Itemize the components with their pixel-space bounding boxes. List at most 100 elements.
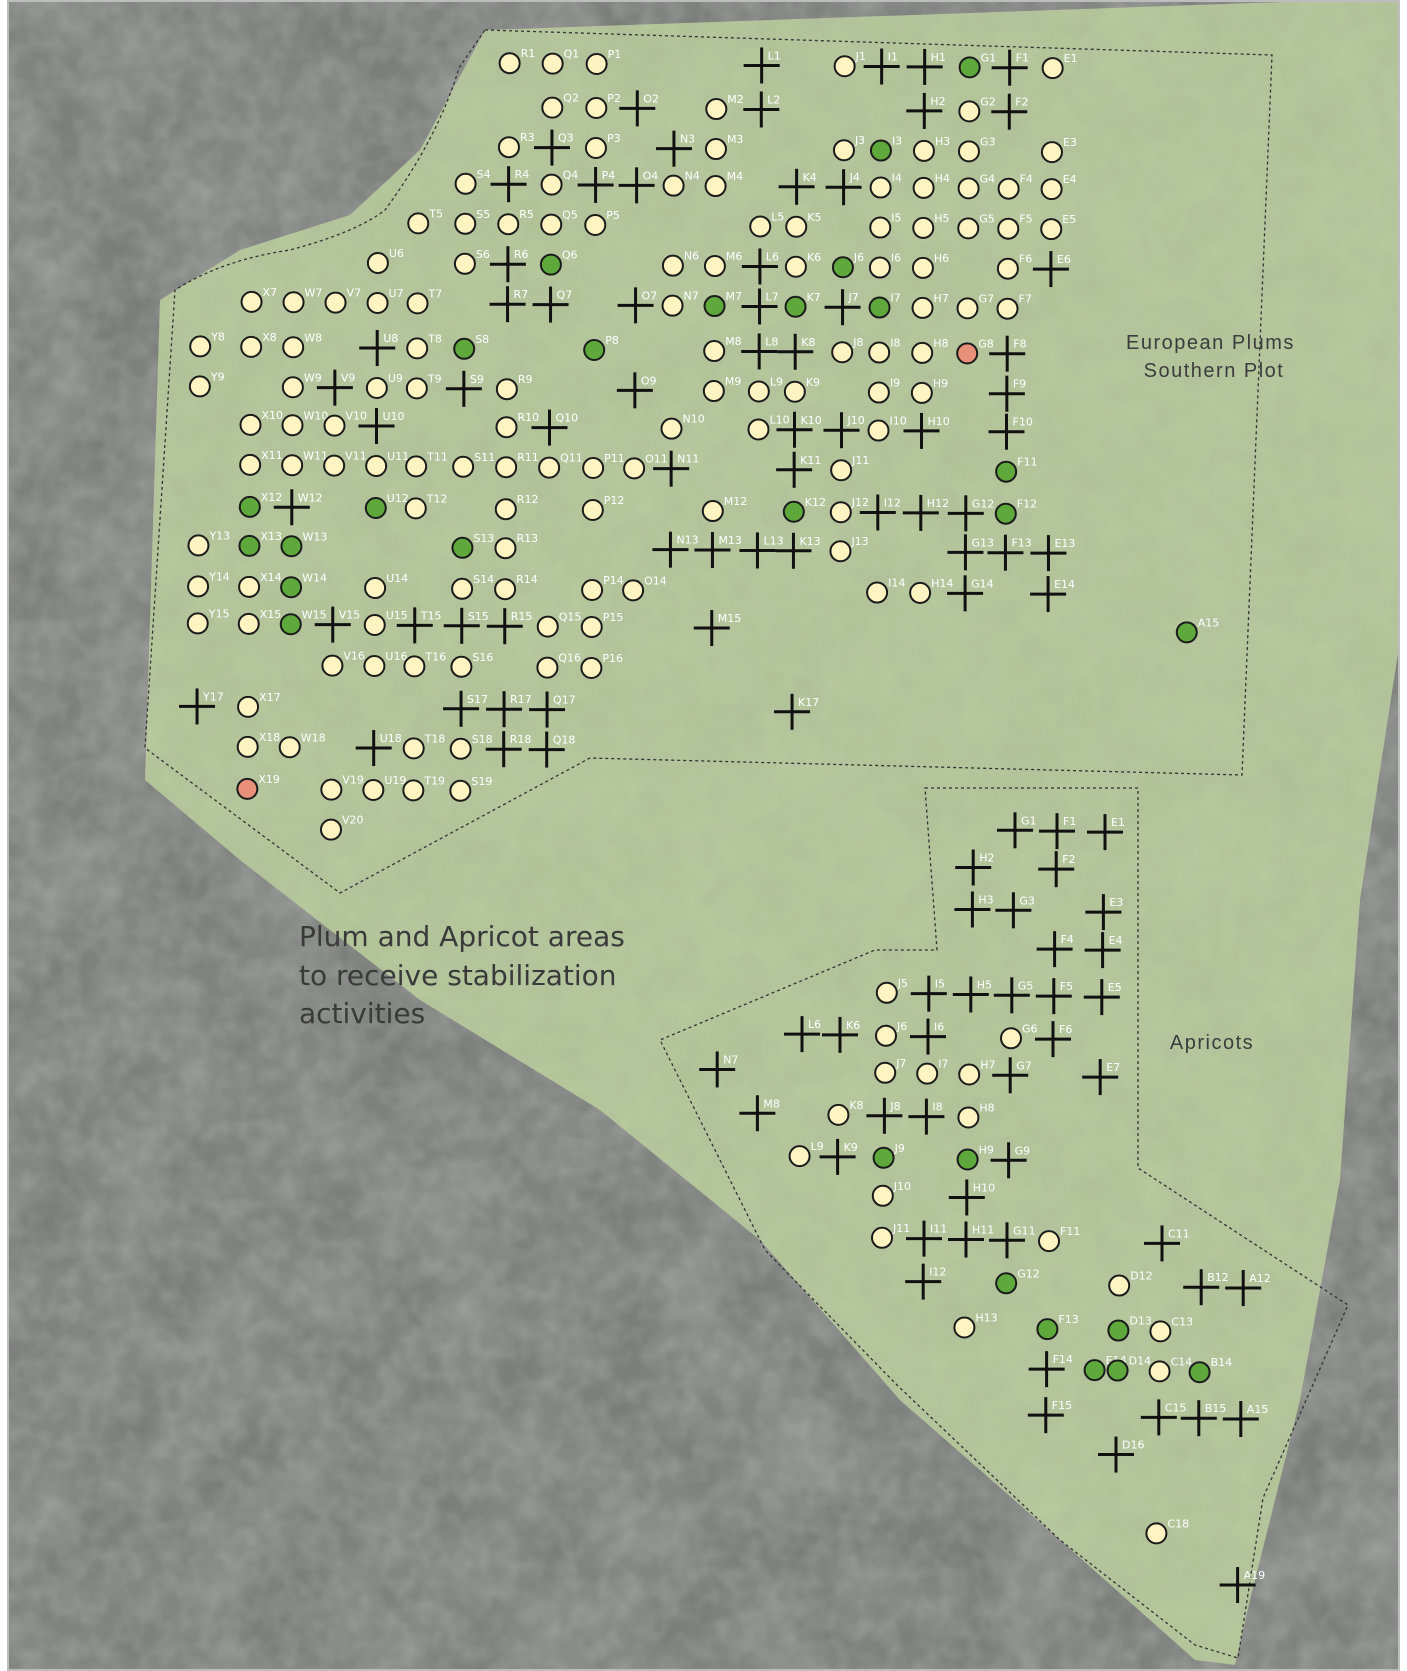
- tree-id-label: E7: [1106, 1061, 1120, 1074]
- missing-tree-cross-icon: R17: [486, 691, 532, 728]
- tree-id-label: J10: [847, 414, 865, 427]
- tree-marker-circle: S13: [451, 532, 494, 559]
- missing-tree-cross-icon: G13: [947, 534, 994, 571]
- tree-id-label: M2: [727, 93, 744, 106]
- tree-marker-circle: D13: [1107, 1315, 1152, 1342]
- missing-tree-cross-icon: L7: [741, 288, 779, 325]
- tree-id-label: G5: [1018, 979, 1034, 992]
- tree-id-label: B15: [1205, 1402, 1227, 1415]
- tree-id-label: M15: [718, 612, 742, 625]
- tree-id-label: E3: [1109, 896, 1123, 909]
- tree-id-label: H8: [979, 1101, 994, 1114]
- tree-id-label: H13: [975, 1311, 997, 1324]
- tree-id-label: E1: [1064, 52, 1078, 65]
- tree-id-label: I8: [890, 337, 900, 350]
- missing-tree-cross-icon: N13: [652, 531, 699, 568]
- tree-id-label: K8: [801, 336, 815, 349]
- tree-marker-circle: V19: [320, 774, 364, 801]
- missing-tree-cross-icon: E13: [1030, 535, 1075, 572]
- tree-id-label: J12: [851, 496, 869, 509]
- tree-marker-circle: F6: [996, 253, 1032, 280]
- missing-tree-cross-icon: H10: [948, 1179, 995, 1216]
- tree-id-label: X18: [259, 731, 281, 744]
- tree-marker-circle: H9: [910, 377, 948, 404]
- tree-marker-circle: R11: [495, 451, 539, 479]
- missing-tree-cross-icon: R15: [486, 608, 533, 645]
- tree-marker-circle: J8: [831, 336, 863, 364]
- tree-id-label: X14: [260, 571, 282, 584]
- tree-id-label: N7: [723, 1053, 738, 1066]
- tree-id-label: P12: [604, 494, 625, 507]
- tree-id-label: K12: [805, 496, 826, 509]
- tree-id-label: F6: [1059, 1023, 1072, 1036]
- tree-id-label: A15: [1247, 1403, 1269, 1416]
- tree-id-label: A19: [1244, 1569, 1266, 1582]
- tree-id-label: J13: [850, 535, 868, 548]
- tree-marker-circle: J6: [875, 1020, 907, 1047]
- tree-id-label: I14: [888, 577, 905, 590]
- tree-marker-circle: J10: [871, 1180, 911, 1207]
- missing-tree-cross-icon: G3: [995, 892, 1035, 929]
- tree-marker-circle: W7: [282, 286, 322, 314]
- tree-marker-circle: G2: [958, 95, 996, 123]
- missing-tree-cross-icon: K13: [775, 532, 821, 569]
- tree-id-label: S17: [467, 693, 488, 706]
- tree-marker-circle: H4: [912, 172, 950, 199]
- tree-id-label: Q7: [557, 289, 573, 302]
- tree-marker-circle: F11: [1038, 1225, 1080, 1253]
- tree-id-label: T5: [428, 207, 443, 220]
- tree-marker-circle: D14: [1106, 1355, 1151, 1382]
- tree-id-label: G13: [971, 536, 994, 549]
- tree-marker-circle: N7: [661, 290, 699, 317]
- missing-tree-cross-icon: F2: [1038, 851, 1076, 888]
- tree-id-label: U11: [387, 450, 409, 463]
- missing-tree-cross-icon: F4: [1036, 931, 1074, 968]
- tree-id-label: Q1: [564, 48, 580, 61]
- missing-tree-cross-icon: U10: [358, 408, 405, 445]
- tree-id-label: F14: [1053, 1353, 1073, 1366]
- tree-id-label: F11: [1060, 1225, 1080, 1238]
- tree-id-label: H11: [972, 1223, 994, 1236]
- tree-id-label: F8: [1013, 338, 1026, 351]
- tree-marker-circle: S6: [453, 248, 490, 275]
- tree-marker-circle: Q6: [539, 249, 578, 276]
- caption-line-1: Plum and Apricot areas: [299, 920, 625, 953]
- missing-tree-cross-icon: Q7: [532, 286, 573, 323]
- tree-id-label: M9: [725, 375, 742, 388]
- plums-title-line-2: Southern Plot: [1144, 360, 1285, 382]
- tree-id-label: J11: [892, 1222, 910, 1235]
- tree-id-label: J11: [851, 454, 869, 467]
- tree-marker-circle: F5: [997, 213, 1033, 240]
- missing-tree-cross-icon: S17: [443, 690, 488, 727]
- tree-id-label: W14: [302, 571, 327, 584]
- missing-tree-cross-icon: R7: [489, 286, 528, 323]
- tree-id-label: L13: [763, 534, 783, 547]
- tree-id-label: K13: [799, 535, 820, 548]
- tree-id-label: S16: [472, 651, 493, 664]
- tree-id-label: L9: [770, 375, 783, 388]
- tree-id-label: V16: [343, 650, 365, 663]
- missing-tree-cross-icon: H1: [906, 48, 946, 85]
- tree-marker-circle: J11: [830, 454, 869, 482]
- tree-id-label: F12: [1017, 498, 1037, 511]
- tree-id-label: J6: [853, 251, 864, 264]
- tree-id-label: U19: [384, 774, 406, 787]
- missing-tree-cross-icon: L13: [739, 532, 784, 569]
- tree-marker-circle: B14: [1188, 1356, 1232, 1384]
- missing-tree-cross-icon: L1: [743, 47, 781, 84]
- tree-id-label: G2: [980, 95, 996, 108]
- tree-id-label: U14: [386, 572, 408, 585]
- tree-marker-circle: Q15: [536, 611, 581, 638]
- tree-marker-circle: H7: [958, 1058, 995, 1086]
- tree-id-label: R15: [511, 610, 533, 623]
- tree-id-label: E5: [1108, 981, 1122, 994]
- tree-id-label: S15: [468, 610, 489, 623]
- missing-tree-cross-icon: C15: [1140, 1399, 1186, 1436]
- tree-marker-circle: C14: [1148, 1355, 1192, 1383]
- caption-line-2: to receive stabilization: [299, 959, 617, 992]
- tree-id-label: R1: [521, 47, 536, 60]
- tree-id-label: H12: [927, 497, 949, 510]
- tree-id-label: E3: [1063, 136, 1077, 149]
- missing-tree-cross-icon: H5: [952, 976, 992, 1013]
- tree-marker-circle: G1: [958, 51, 996, 79]
